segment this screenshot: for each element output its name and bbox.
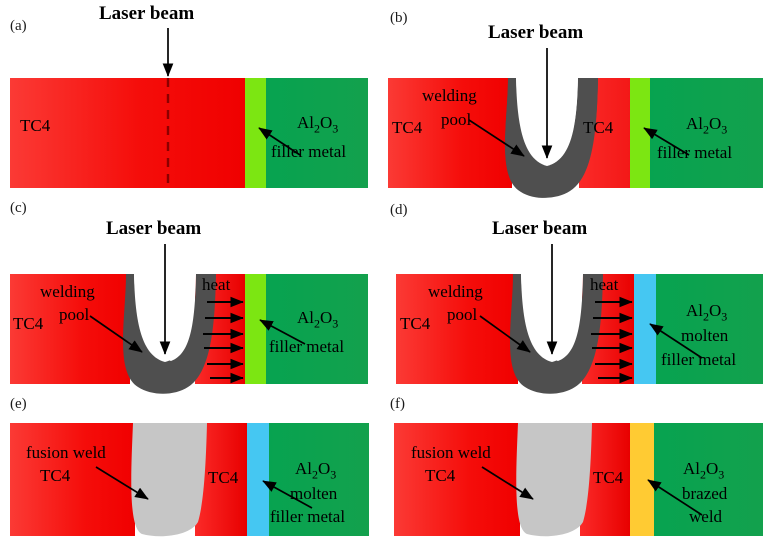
panel-c-filler-callout-arrow: [259, 319, 306, 345]
panel-c-graphic: [10, 244, 368, 394]
panel-e-graphic: [10, 423, 369, 537]
panel-c-al2o3-label: Al2O3: [297, 308, 339, 331]
panel-a-graphic: [10, 28, 368, 188]
panel-e-al2o3-label: Al2O3: [295, 459, 337, 482]
panel-a: (a) Laser beam TC4 Al2O3 filler metal: [0, 0, 383, 196]
panel-c-filler-metal-block: [245, 274, 266, 384]
panel-f-brazed-weld-label-line1: brazed: [682, 484, 728, 503]
panel-e-molten-filler-block: [247, 423, 269, 536]
panel-c-heat-label: heat: [202, 275, 231, 294]
panel-e-molten-label-line1: molten: [290, 484, 338, 503]
panel-d-welding-pool-callout-arrow: [479, 315, 531, 353]
panel-f-tc4-label-left: TC4: [425, 466, 456, 485]
panel-f-brazed-weld-label-line2: weld: [689, 507, 723, 526]
panel-c-tc4-label: TC4: [13, 314, 44, 333]
panel-c-welding-pool-callout-arrow: [89, 315, 143, 353]
panel-b-welding-pool-label-line2: pool: [441, 110, 472, 129]
heat-flow-arrows-d: [591, 296, 633, 384]
panel-e-tc4-label-left: TC4: [40, 466, 71, 485]
panel-e-fusion-weld: [131, 423, 207, 537]
panel-e: (e) fusion weld TC4 TC4 Al2O3 molt: [0, 392, 383, 547]
panel-d-al2o3-block: [656, 274, 763, 384]
panel-b-filler-metal-block: [630, 78, 650, 188]
panel-e-tc4-block-left: [10, 423, 135, 536]
panel-f-al2o3-label: Al2O3: [683, 459, 725, 482]
panel-d-graphic: [396, 244, 763, 394]
panel-a-al2o3-label: Al2O3: [297, 113, 339, 136]
panel-a-laser-beam-label: Laser beam: [99, 3, 195, 24]
panel-a-tc4-block: [10, 78, 245, 188]
panel-d: (d) Laser beam: [384, 196, 767, 394]
panel-d-heat-label: heat: [590, 275, 619, 294]
panel-a-tc4-label: TC4: [20, 116, 51, 135]
panel-b-welding-pool-label-line1: welding: [422, 86, 477, 105]
panel-e-label: (e): [10, 396, 27, 412]
panel-d-label: (d): [390, 202, 408, 218]
panel-a-al2o3-block: [266, 78, 368, 188]
panel-d-molten-filler-block: [634, 274, 656, 384]
panel-b-filler-callout-arrow: [643, 127, 690, 156]
panel-c-welding-pool-label-line2: pool: [59, 305, 90, 324]
panel-f-al2o3-block: [654, 423, 763, 536]
panel-b-tc4-label-right: TC4: [583, 118, 614, 137]
panel-f-fusion-weld-callout-arrow: [481, 466, 534, 500]
panel-f-tc4-block-left: [394, 423, 520, 536]
panel-c-label: (c): [10, 200, 27, 216]
panel-d-molten-label-line2: filler metal: [661, 350, 737, 369]
panel-d-welding-pool: [510, 274, 603, 394]
panel-f-tc4-label-right: TC4: [593, 468, 624, 487]
panel-a-filler-metal-block: [245, 78, 266, 188]
panel-d-welding-pool-label-line1: welding: [428, 282, 483, 301]
panel-c: (c) Laser beam: [0, 196, 383, 394]
panel-b: (b) Laser beam: [384, 0, 767, 198]
panel-e-molten-label-line2: filler metal: [270, 507, 346, 526]
panel-c-laser-beam-label: Laser beam: [106, 218, 202, 239]
panel-b-welding-pool-callout-arrow: [468, 119, 525, 157]
panel-b-laser-beam-label: Laser beam: [488, 22, 584, 43]
panel-e-molten-filler-callout-arrow: [262, 480, 313, 509]
panel-b-graphic: [388, 48, 763, 198]
panel-a-filler-metal-label: filler metal: [271, 142, 347, 161]
panel-f-brazed-weld-callout-arrow: [647, 479, 703, 516]
panel-f-graphic: [394, 423, 763, 537]
panel-b-label: (b): [390, 10, 408, 26]
panel-c-al2o3-block: [266, 274, 368, 384]
panel-b-tc4-label-left: TC4: [392, 118, 423, 137]
panel-d-molten-label-line1: molten: [681, 326, 729, 345]
panel-f-fusion-weld-label: fusion weld: [411, 443, 491, 462]
panel-f-brazed-weld-block: [630, 423, 654, 536]
panel-e-fusion-weld-callout-arrow: [95, 466, 149, 500]
panel-c-filler-metal-label: filler metal: [269, 337, 345, 356]
panel-d-tc4-label: TC4: [400, 314, 431, 333]
panel-d-al2o3-label: Al2O3: [686, 301, 728, 324]
heat-flow-arrows-c: [203, 296, 244, 384]
panel-d-laser-beam-label: Laser beam: [492, 218, 588, 239]
panel-e-al2o3-block: [269, 423, 369, 536]
panel-a-label: (a): [10, 18, 27, 34]
panel-b-al2o3-label: Al2O3: [686, 114, 728, 137]
panel-f-label: (f): [390, 396, 405, 412]
panel-b-welding-pool-body: [505, 78, 598, 198]
panel-f-fusion-weld: [516, 423, 592, 537]
panel-e-fusion-weld-label: fusion weld: [26, 443, 106, 462]
panel-d-molten-filler-callout-arrow: [649, 323, 703, 359]
panel-b-al2o3-block: [650, 78, 763, 188]
panel-c-welding-pool-label-line1: welding: [40, 282, 95, 301]
panel-f: (f) fusion weld TC4 TC4 Al2O3 brazed: [384, 392, 767, 547]
panel-e-tc4-label-right: TC4: [208, 468, 239, 487]
panel-b-tc4-block-left: [388, 78, 512, 188]
panel-b-filler-metal-label: filler metal: [657, 143, 733, 162]
panel-d-welding-pool-label-line2: pool: [447, 305, 478, 324]
panel-c-welding-pool: [123, 274, 216, 394]
panel-a-filler-callout-arrow: [258, 127, 301, 156]
